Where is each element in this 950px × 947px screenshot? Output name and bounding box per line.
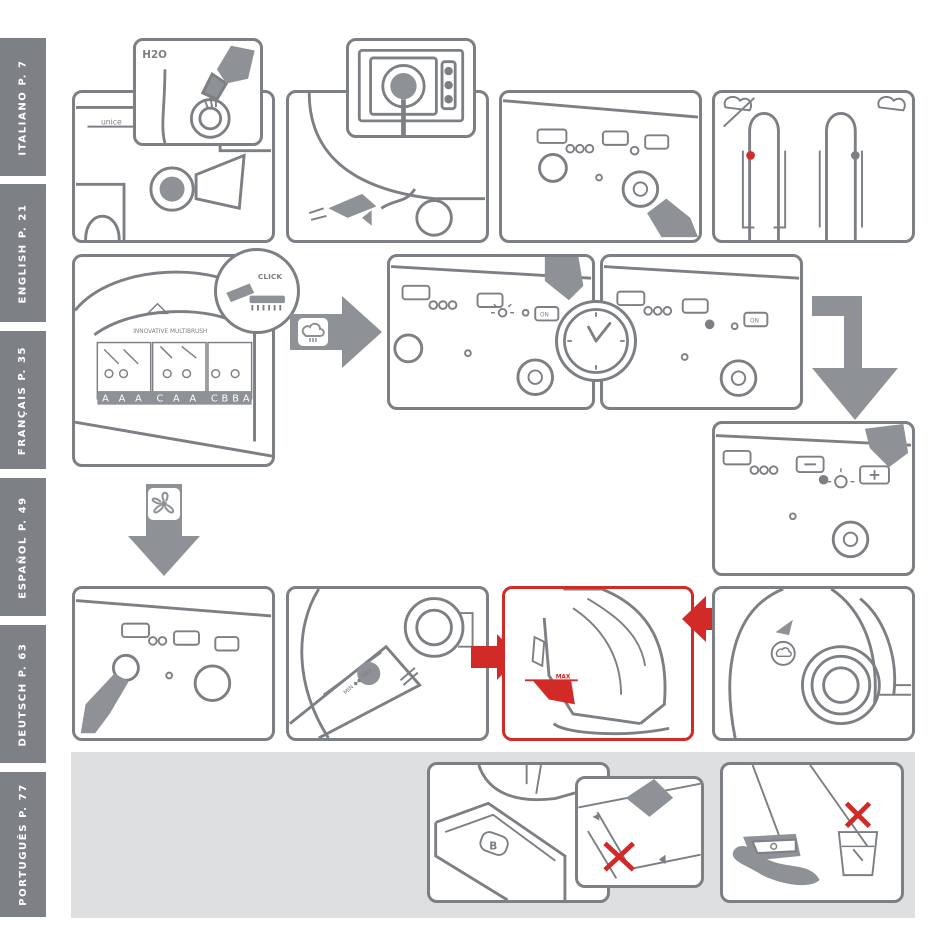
tab-label: FRANÇAIS P. 35 bbox=[18, 345, 29, 454]
tab-label: ESPAÑOL P. 49 bbox=[18, 496, 29, 598]
brush-letter: A bbox=[135, 394, 142, 405]
power-button-panel bbox=[499, 90, 702, 243]
click-brush-inset: CLICK bbox=[214, 248, 300, 334]
steam-knob-panel bbox=[712, 586, 915, 741]
max-level-panel: MAX bbox=[502, 586, 694, 741]
wall-socket-inset bbox=[346, 38, 476, 138]
language-tab-francais[interactable]: FRANÇAIS P. 35 bbox=[0, 331, 46, 469]
on-label: ON bbox=[750, 318, 759, 324]
arrow-down-right bbox=[812, 296, 898, 420]
brush-letter: B bbox=[222, 394, 229, 405]
brush-letter: C bbox=[157, 394, 164, 405]
tab-label: DEUTSCH P. 63 bbox=[18, 642, 29, 746]
fan-button-panel bbox=[72, 586, 275, 741]
h2o-label: H2O bbox=[142, 49, 167, 61]
max-label: MAX bbox=[556, 674, 571, 680]
tab-label: PORTUGUÊS P. 77 bbox=[18, 783, 29, 906]
handle-steam-panel bbox=[712, 90, 915, 243]
no-water-on-floor-panel bbox=[720, 762, 904, 903]
tab-label: ENGLISH P. 21 bbox=[18, 203, 29, 303]
steam-adjust-panel bbox=[712, 421, 915, 576]
unice-label: unice bbox=[101, 118, 122, 127]
no-overfill-inset bbox=[575, 776, 704, 888]
language-tab-italiano[interactable]: ITALIANO P. 7 bbox=[0, 38, 46, 176]
clock-icon bbox=[555, 300, 637, 382]
tab-label: ITALIANO P. 7 bbox=[18, 59, 29, 155]
brush-letter: A bbox=[190, 394, 197, 405]
language-tab-espanol[interactable]: ESPAÑOL P. 49 bbox=[0, 478, 46, 616]
water-pour-inset: H2O bbox=[133, 38, 263, 146]
fan-slider-panel: MIN ◆◆ MAX bbox=[286, 586, 489, 741]
b-label: B bbox=[489, 840, 497, 852]
fan-arrow-down bbox=[128, 484, 200, 576]
on-label: ON bbox=[540, 313, 549, 319]
brush-brand-label: INNOVATIVE MULTIBRUSH bbox=[133, 329, 207, 335]
brush-letter: B bbox=[232, 394, 239, 405]
language-tab-deutsch[interactable]: DEUTSCH P. 63 bbox=[0, 625, 46, 763]
steam-arrow-right bbox=[290, 296, 382, 368]
brush-letter: C bbox=[211, 394, 218, 405]
brush-letter: A bbox=[119, 394, 126, 405]
language-tab-portugues[interactable]: PORTUGUÊS P. 77 bbox=[0, 772, 46, 917]
click-label: CLICK bbox=[258, 272, 282, 281]
language-tab-english[interactable]: ENGLISH P. 21 bbox=[0, 184, 46, 322]
brush-letter: A bbox=[102, 394, 109, 405]
brush-letter: A bbox=[243, 394, 250, 405]
brush-letter: A bbox=[173, 394, 180, 405]
